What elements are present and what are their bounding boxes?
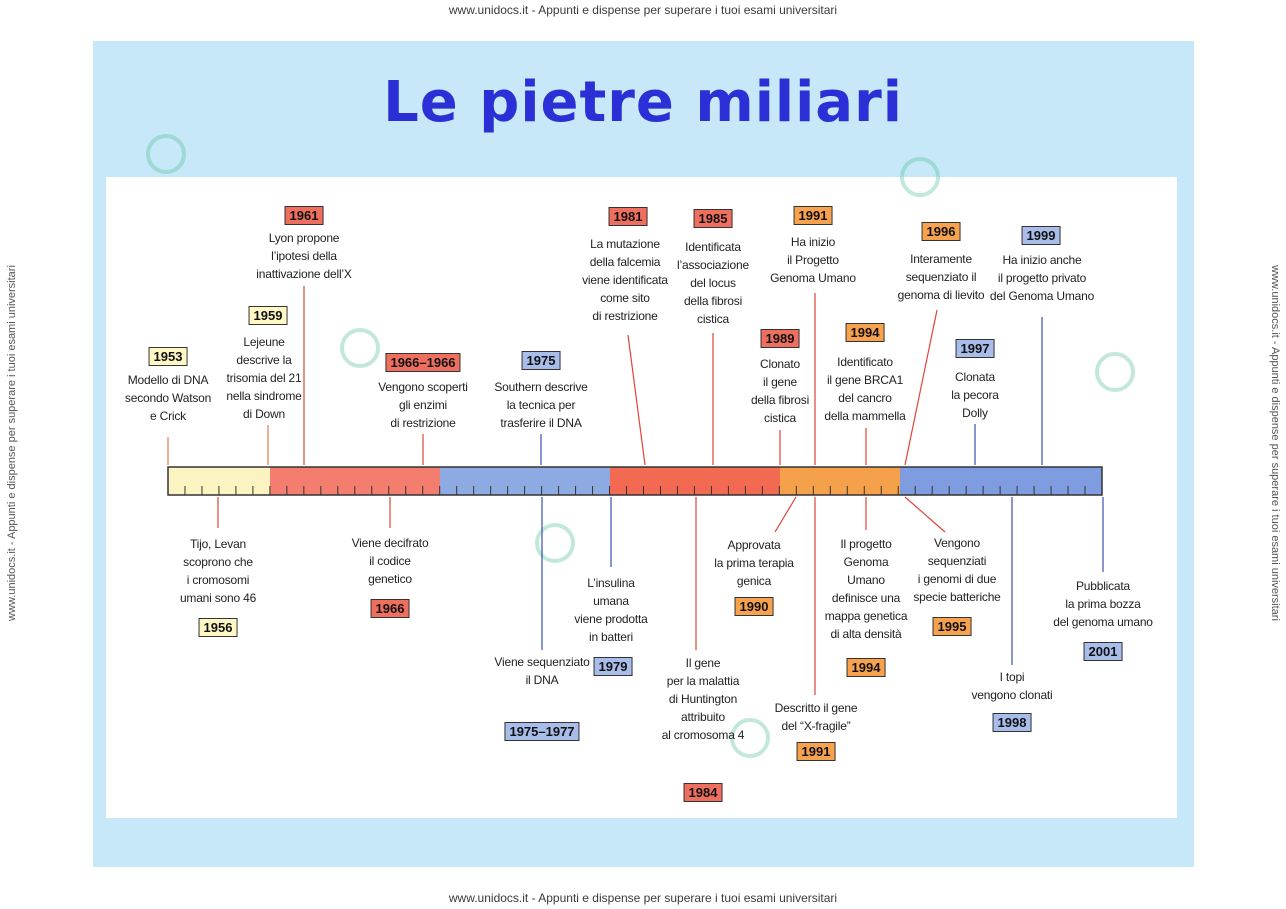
event-label: L’insulina umana viene prodotta in batte… xyxy=(574,576,648,644)
year-badge: 1966 xyxy=(370,599,410,618)
timeline-panel xyxy=(106,177,1177,818)
event-label: La mutazione della falcemia viene identi… xyxy=(582,237,668,323)
event-label: I topi vengono clonati xyxy=(971,670,1053,702)
year-badge: 2001 xyxy=(1083,642,1123,661)
page-title: Le pietre miliari xyxy=(383,70,903,135)
year-badge: 1998 xyxy=(992,713,1032,732)
connector-line xyxy=(904,309,938,466)
event-label: Pubblicata la prima bozza del genoma uma… xyxy=(1053,579,1153,629)
year-badge: 1959 xyxy=(248,306,288,325)
event-label: Viene sequenziato il DNA xyxy=(494,655,590,687)
connector-line xyxy=(904,496,946,533)
year-badge: 1994 xyxy=(846,658,886,677)
event-label: Ha inizio il Progetto Genoma Umano xyxy=(770,235,856,285)
year-badge: 1991 xyxy=(796,742,836,761)
year-badge: 1966–1966 xyxy=(385,353,461,372)
year-badge: 1981 xyxy=(608,207,648,226)
event-label: Interamente sequenziato il genoma di lie… xyxy=(897,252,985,302)
watermark-logo-icon xyxy=(730,718,770,758)
event-label: Ha inizio anche il progetto privato del … xyxy=(989,253,1095,303)
watermark-logo-icon xyxy=(146,134,186,174)
event-label: Identificata l’associazione del locus de… xyxy=(677,240,749,326)
event-label: Lejeune descrive la trisomia del 21 nell… xyxy=(226,335,302,421)
year-badge: 1985 xyxy=(693,209,733,228)
year-badge: 1979 xyxy=(593,657,633,676)
year-badge: 1975–1977 xyxy=(504,722,580,741)
watermark-top: www.unidocs.it - Appunti e dispense per … xyxy=(448,3,838,17)
watermark-bottom: www.unidocs.it - Appunti e dispense per … xyxy=(448,891,838,905)
event-label: Vengono sequenziati i genomi di due spec… xyxy=(913,536,1001,604)
event-label: Lyon propone l’ipotesi della inattivazio… xyxy=(256,231,352,281)
watermark-logo-icon xyxy=(1095,352,1135,392)
watermark-logo-icon xyxy=(535,523,575,563)
event-label: Clonata la pecora Dolly xyxy=(951,370,999,420)
event-label: Approvata la prima terapia genica xyxy=(714,538,794,588)
event-label: Modello di DNA secondo Watson e Crick xyxy=(124,373,212,423)
year-badge: 1953 xyxy=(148,347,188,366)
year-badge: 1994 xyxy=(845,323,885,342)
event-label: Il progetto Genoma Umano definisce una m… xyxy=(824,537,908,641)
event-label: Viene decifrato il codice genetico xyxy=(351,536,429,586)
watermark-logo-icon xyxy=(900,157,940,197)
year-badge: 1990 xyxy=(734,597,774,616)
year-badge: 1991 xyxy=(793,206,833,225)
watermark-logo-icon xyxy=(340,328,380,368)
year-badge: 1999 xyxy=(1021,226,1061,245)
year-badge: 1989 xyxy=(760,329,800,348)
connector-line xyxy=(627,334,646,466)
event-label: Tijo, Levan scoprono che i cromosomi uma… xyxy=(179,537,257,605)
year-badge: 1997 xyxy=(955,339,995,358)
year-badge: 1984 xyxy=(683,783,723,802)
timeline-bar xyxy=(167,466,1103,496)
connector-line xyxy=(774,496,797,533)
year-badge: 1975 xyxy=(521,351,561,370)
event-label: Il gene per la malattia di Huntington at… xyxy=(661,656,745,742)
year-badge: 1961 xyxy=(284,206,324,225)
year-badge: 1995 xyxy=(932,617,972,636)
year-badge: 1996 xyxy=(921,222,961,241)
year-badge: 1956 xyxy=(198,618,238,637)
event-label: Descritto il gene del “X-fragile” xyxy=(774,701,858,733)
event-label: Vengono scoperti gli enzimi di restrizio… xyxy=(378,380,468,430)
event-label: Southern descrive la tecnica per trasfer… xyxy=(494,380,588,430)
event-label: Clonato il gene della fibrosi cistica xyxy=(750,357,810,425)
event-label: Identificato il gene BRCA1 del cancro de… xyxy=(824,355,906,423)
